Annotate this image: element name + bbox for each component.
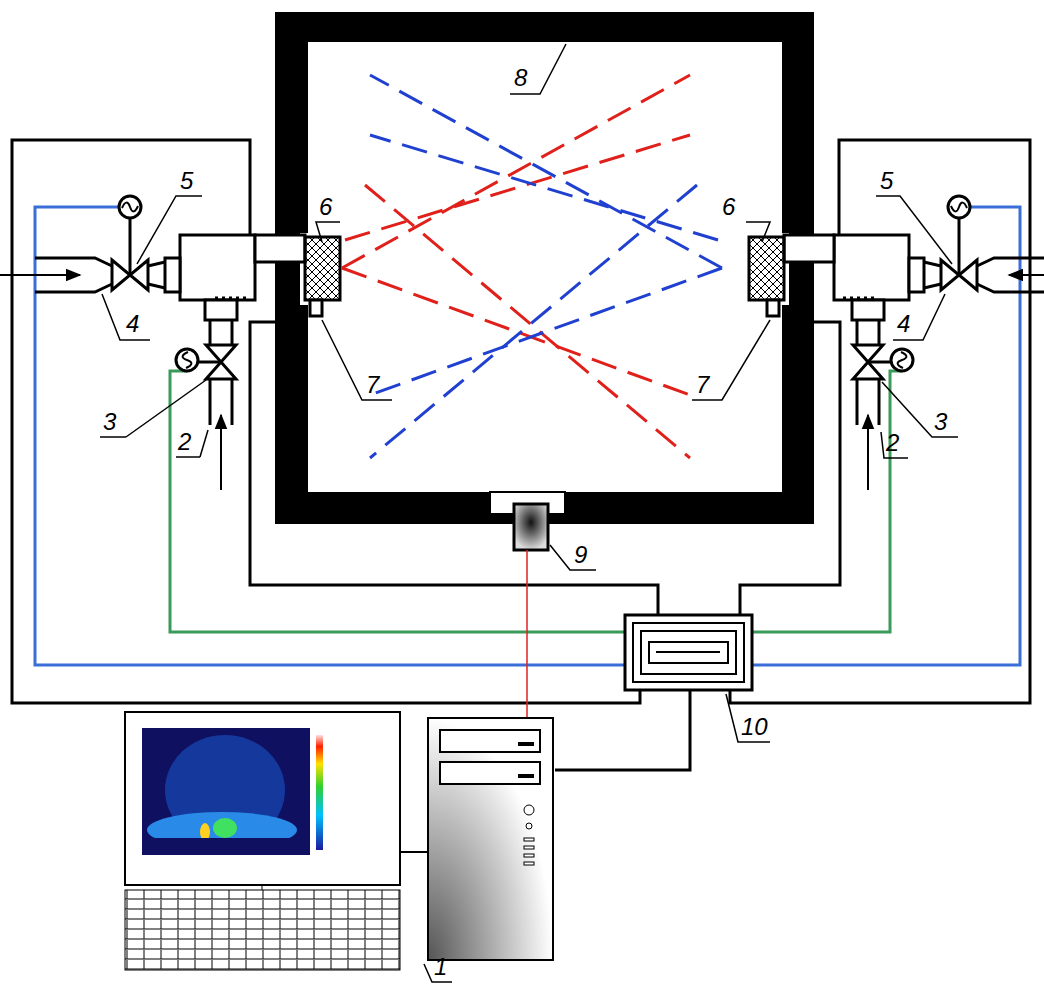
callout-number: 2 [178,428,191,456]
callout-number: 4 [897,310,910,338]
flame-ray [342,75,722,458]
thermal-camera [514,504,548,718]
callout-number: 7 [366,371,379,399]
callout-number: 5 [180,167,193,195]
leader-line [100,44,958,982]
callout-number: 9 [574,541,587,569]
callout-number: 3 [934,408,947,436]
callout-number: 1 [434,953,447,981]
callout-number: 6 [319,193,332,221]
callout-number: 3 [103,408,116,436]
callout-number: 4 [126,310,139,338]
burner-assembly [0,196,340,490]
furnace [275,12,814,524]
controller [625,615,752,690]
callout-number: 8 [514,64,527,92]
callout-number: 5 [880,167,893,195]
burner-assembly [749,196,1044,490]
callout-number: 2 [886,429,899,457]
callout-number: 10 [741,713,768,741]
computer [125,712,553,970]
callout-number: 7 [696,371,709,399]
callout-number: 6 [722,193,735,221]
